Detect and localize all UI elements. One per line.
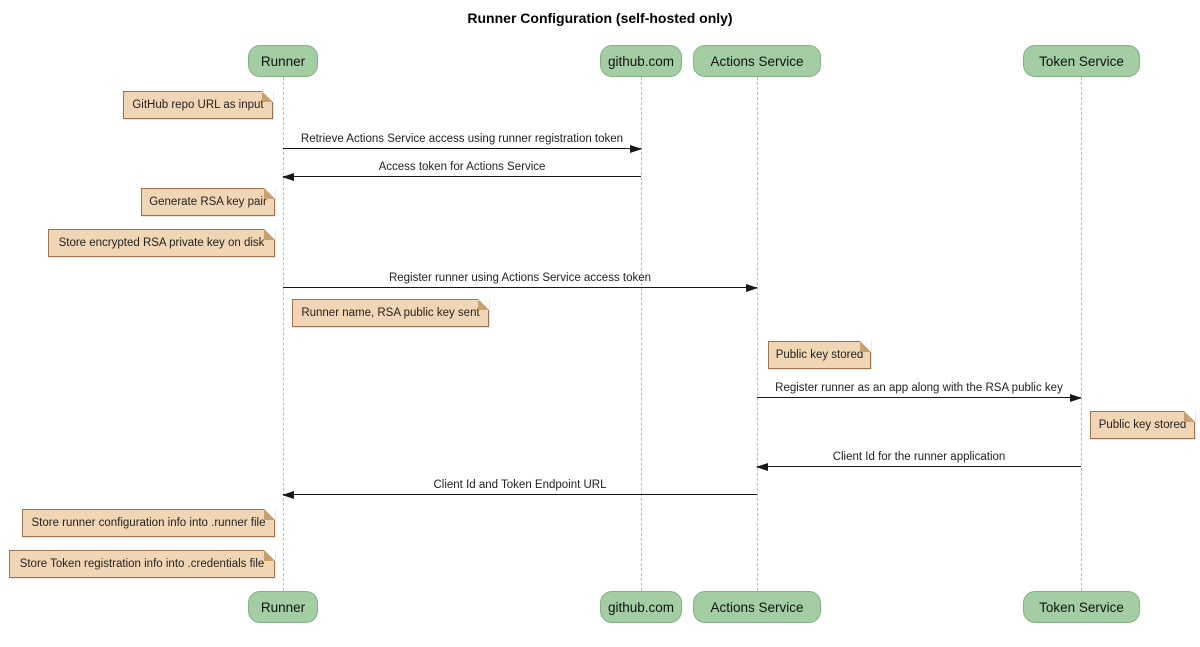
note-store-runner-file: Store runner configuration info into .ru…	[22, 509, 275, 537]
message-access-token: Access token for Actions Service	[282, 159, 641, 181]
participant-label: Actions Service	[710, 53, 804, 69]
note-label: Generate RSA key pair	[149, 196, 267, 208]
participant-github-top: github.com	[600, 45, 682, 77]
note-store-credentials-file: Store Token registration info into .cred…	[9, 550, 275, 578]
note-label: GitHub repo URL as input	[132, 99, 264, 111]
note-label: Store runner configuration info into .ru…	[31, 517, 266, 529]
participant-label: Token Service	[1039, 599, 1124, 615]
message-label: Access token for Actions Service	[378, 161, 546, 173]
note-fold-icon	[478, 299, 489, 310]
note-label: Runner name, RSA public key sent	[301, 307, 480, 319]
message-line	[757, 466, 1081, 467]
message-register-runner: Register runner using Actions Service ac…	[283, 270, 758, 292]
message-retrieve-actions-access: Retrieve Actions Service access using ru…	[283, 131, 642, 153]
participant-label: github.com	[607, 599, 675, 615]
note-fold-icon	[264, 188, 275, 199]
arrowhead-right-icon	[746, 284, 758, 292]
note-public-key-stored-actions: Public key stored	[768, 341, 871, 369]
arrowhead-right-icon	[1070, 394, 1082, 402]
note-fold-icon	[860, 341, 871, 352]
message-label: Retrieve Actions Service access using ru…	[300, 133, 624, 145]
diagram-title: Runner Configuration (self-hosted only)	[467, 10, 733, 26]
participant-label: Actions Service	[710, 599, 804, 615]
arrowhead-left-icon	[282, 491, 294, 499]
note-fold-icon	[1184, 411, 1195, 422]
lifeline-token-service	[1081, 77, 1082, 591]
note-label: Public key stored	[775, 349, 864, 361]
arrowhead-left-icon	[282, 173, 294, 181]
note-store-private-key: Store encrypted RSA private key on disk	[48, 229, 275, 257]
note-public-key-stored-token: Public key stored	[1090, 411, 1195, 439]
participant-runner-bottom: Runner	[248, 591, 318, 623]
participant-label: Token Service	[1039, 53, 1124, 69]
message-client-id: Client Id for the runner application	[756, 449, 1081, 471]
message-register-app: Register runner as an app along with the…	[757, 380, 1082, 402]
message-label: Client Id and Token Endpoint URL	[433, 479, 607, 491]
note-generate-rsa: Generate RSA key pair	[141, 188, 275, 216]
message-client-id-endpoint: Client Id and Token Endpoint URL	[282, 477, 757, 499]
note-fold-icon	[264, 550, 275, 561]
participant-github-bottom: github.com	[600, 591, 682, 623]
note-runner-name-sent: Runner name, RSA public key sent	[292, 299, 489, 327]
participant-label: Runner	[260, 53, 306, 69]
message-line	[283, 494, 757, 495]
participant-label: github.com	[607, 53, 675, 69]
lifeline-runner	[283, 77, 284, 591]
message-label: Client Id for the runner application	[832, 451, 1006, 463]
message-line	[283, 287, 757, 288]
message-line	[283, 148, 641, 149]
arrowhead-left-icon	[756, 463, 768, 471]
note-github-repo-url: GitHub repo URL as input	[123, 91, 273, 119]
message-label: Register runner as an app along with the…	[775, 382, 1063, 394]
lifeline-github	[641, 77, 642, 591]
participant-actions-service-top: Actions Service	[693, 45, 821, 77]
participant-runner-top: Runner	[248, 45, 318, 77]
note-fold-icon	[262, 91, 273, 102]
note-label: Public key stored	[1098, 419, 1187, 431]
arrowhead-right-icon	[630, 145, 642, 153]
lifeline-actions-service	[757, 77, 758, 591]
message-label: Register runner using Actions Service ac…	[388, 272, 652, 284]
message-line	[757, 397, 1081, 398]
note-fold-icon	[264, 229, 275, 240]
note-label: Store Token registration info into .cred…	[19, 558, 265, 570]
participant-actions-service-bottom: Actions Service	[693, 591, 821, 623]
message-line	[283, 176, 641, 177]
participant-token-service-bottom: Token Service	[1023, 591, 1140, 623]
participant-label: Runner	[260, 599, 306, 615]
participant-token-service-top: Token Service	[1023, 45, 1140, 77]
note-fold-icon	[264, 509, 275, 520]
note-label: Store encrypted RSA private key on disk	[58, 237, 265, 249]
